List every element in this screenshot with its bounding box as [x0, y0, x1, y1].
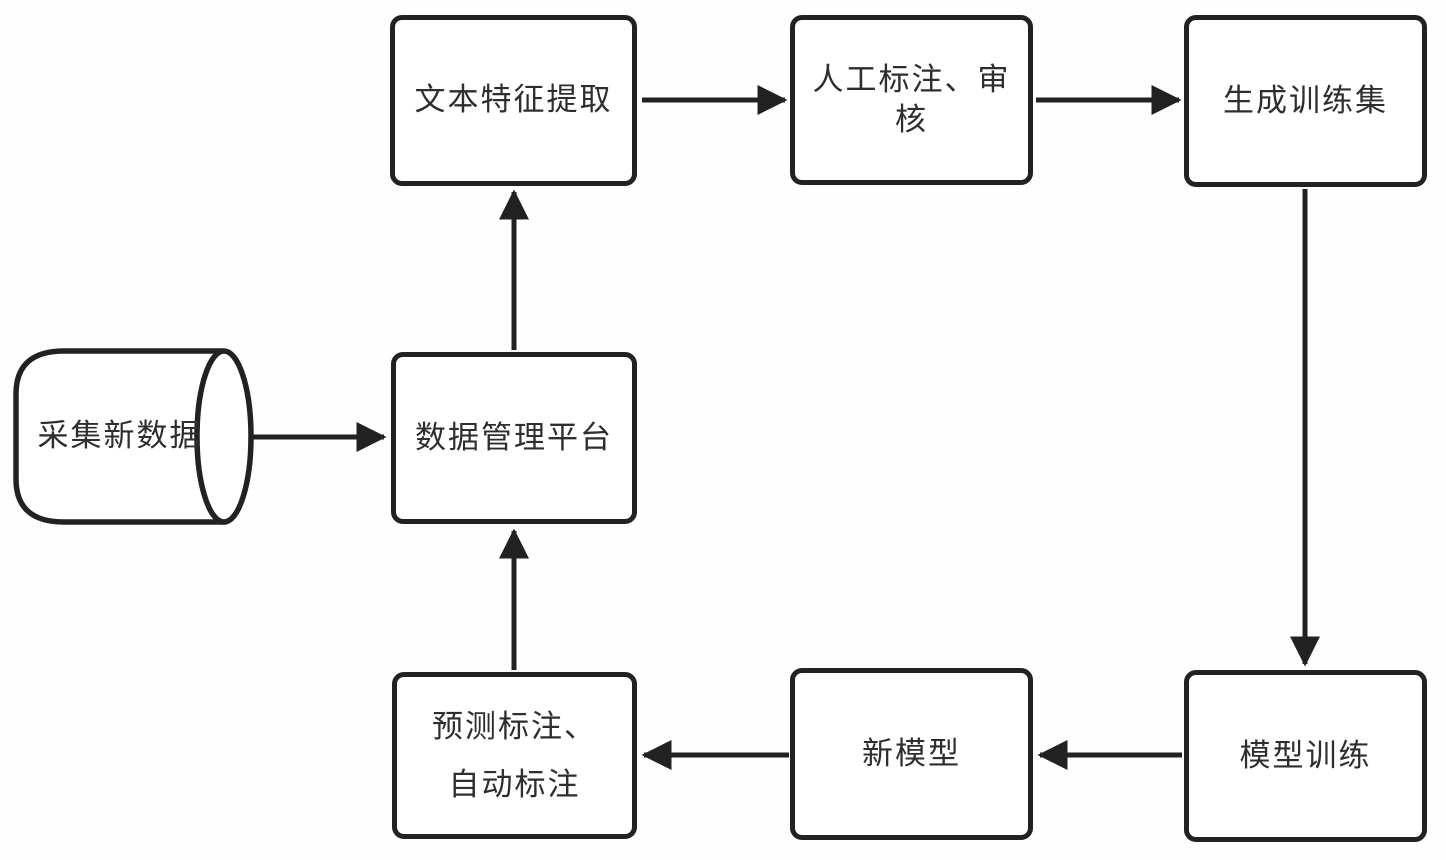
node-manual-annotation-review: 人工标注、审 核 — [790, 15, 1033, 185]
node-new-model: 新模型 — [790, 668, 1033, 840]
node-new-model-label: 新模型 — [862, 735, 961, 771]
node-manual-annotation-review-label: 人工标注、审 核 — [812, 61, 1011, 137]
node-model-training-label: 模型训练 — [1239, 737, 1372, 773]
node-model-training: 模型训练 — [1184, 670, 1427, 842]
node-data-management-platform: 数据管理平台 — [391, 352, 637, 524]
node-collect-new-data: 采集新数据 — [16, 351, 224, 522]
node-collect-new-data-label: 采集新数据 — [37, 418, 203, 454]
node-data-management-platform-label: 数据管理平台 — [415, 419, 613, 455]
cylinder-shape — [13, 348, 254, 525]
node-text-feature-extraction: 文本特征提取 — [390, 15, 637, 186]
node-generate-training-set-label: 生成训练集 — [1223, 82, 1388, 118]
node-generate-training-set: 生成训练集 — [1184, 15, 1427, 187]
node-predict-auto-annotation-label: 预测标注、 自动标注 — [432, 709, 597, 802]
node-predict-auto-annotation: 预测标注、 自动标注 — [392, 672, 637, 839]
node-text-feature-extraction-label: 文本特征提取 — [414, 82, 613, 118]
